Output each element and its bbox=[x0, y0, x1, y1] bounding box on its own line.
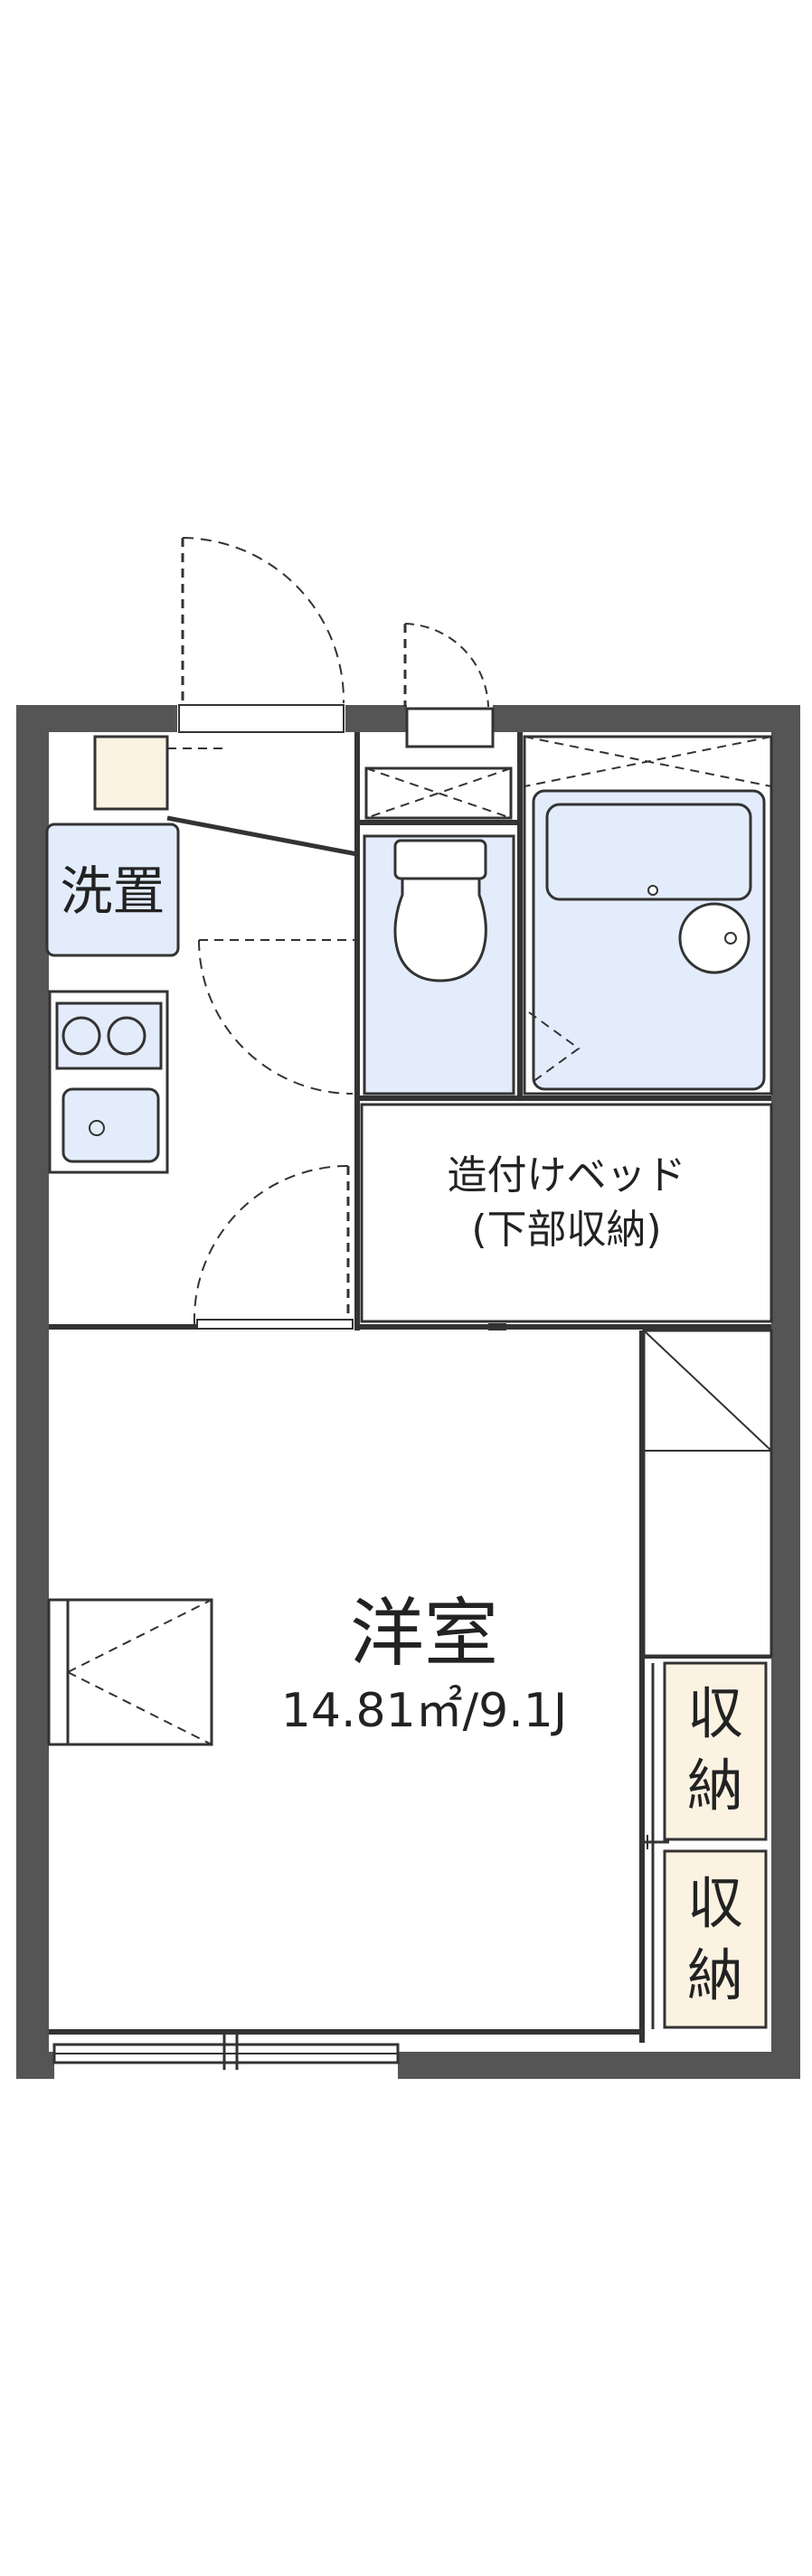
storage-2-label-top: 収 bbox=[686, 1870, 743, 1936]
bathroom bbox=[523, 735, 773, 1095]
kitchen-doors bbox=[193, 939, 357, 1330]
washer-space bbox=[45, 823, 180, 957]
storage-1-label-bottom: 納 bbox=[686, 1753, 743, 1819]
washbasin bbox=[678, 902, 751, 974]
western-room-area: 14.81㎡/9.1J bbox=[280, 1684, 568, 1738]
western-room-label: 洋室 bbox=[349, 1591, 498, 1677]
closet-upper bbox=[642, 1329, 773, 1658]
built-in-bed-label: 造付けベッド bbox=[447, 1152, 686, 1199]
shoe-cabinet bbox=[93, 735, 169, 811]
sink bbox=[61, 1087, 160, 1163]
stove-burner-right bbox=[107, 1016, 146, 1056]
storage-1-label-top: 収 bbox=[686, 1680, 743, 1746]
exterior-walls bbox=[16, 705, 800, 2079]
window-south bbox=[52, 2034, 400, 2070]
pipe-space-door bbox=[403, 623, 495, 748]
pipe-space bbox=[364, 766, 513, 820]
entrance-door bbox=[178, 537, 345, 733]
storage-unit-1 bbox=[663, 1661, 768, 1841]
kitchen-counter bbox=[48, 990, 169, 1174]
storage-unit-2 bbox=[663, 1849, 768, 2029]
built-in-bed-sublabel: (下部収納) bbox=[471, 1207, 662, 1253]
room-fixture bbox=[47, 1598, 213, 1746]
built-in-bed bbox=[360, 1103, 773, 1323]
toilet-tank bbox=[393, 839, 487, 880]
stove-burner-left bbox=[61, 1016, 101, 1056]
toilet-room bbox=[363, 834, 515, 1095]
storage-2-label-bottom: 納 bbox=[686, 1942, 743, 2008]
washer-space-label: 洗置 bbox=[60, 860, 165, 922]
